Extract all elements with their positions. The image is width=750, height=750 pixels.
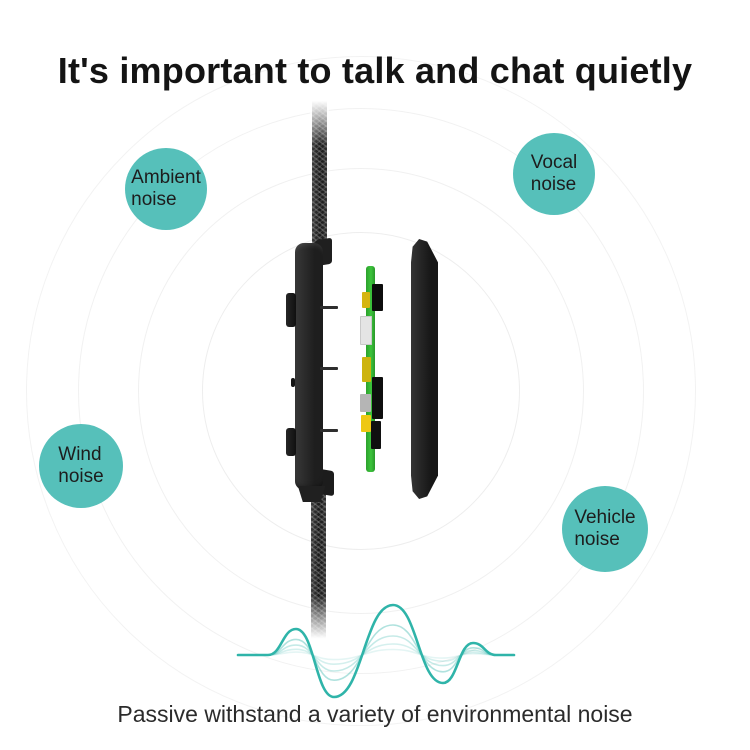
remote-mic-hole (291, 378, 295, 387)
remote-side-button (286, 428, 296, 456)
caption-text: Passive withstand a variety of environme… (117, 701, 633, 727)
remote-contact-pin (320, 367, 338, 370)
pcb-component-gray (360, 394, 371, 412)
pcb-component-black (372, 377, 383, 419)
remote-housing (295, 243, 323, 490)
sound-wave-ring (78, 108, 644, 674)
pcb-component-black (371, 421, 381, 449)
remote-back-cover (411, 239, 438, 499)
waveform-echo-curve (237, 624, 515, 682)
pcb-component-black (372, 284, 383, 311)
cable-strain-relief (297, 486, 326, 502)
sound-waveform (236, 603, 516, 699)
waveform-echo-curve (237, 635, 515, 672)
pcb-component-yellow (361, 415, 371, 432)
pcb-component-silver (360, 316, 372, 345)
cable-fade-top (310, 93, 329, 145)
waveform-echo-curve (237, 643, 515, 666)
pcb-component-yellow (362, 357, 371, 382)
remote-contact-pin (320, 306, 338, 309)
cable-fade-bottom (309, 596, 328, 646)
sound-wave-ring (202, 232, 520, 550)
remote-contact-pin (320, 429, 338, 432)
waveform-echo-curve (237, 648, 515, 661)
sound-wave-ring (138, 168, 584, 614)
sound-wave-ring (26, 56, 696, 726)
remote-side-button (286, 293, 296, 327)
pcb-component-yellow (362, 292, 370, 308)
waveform-main-curve (236, 603, 516, 699)
